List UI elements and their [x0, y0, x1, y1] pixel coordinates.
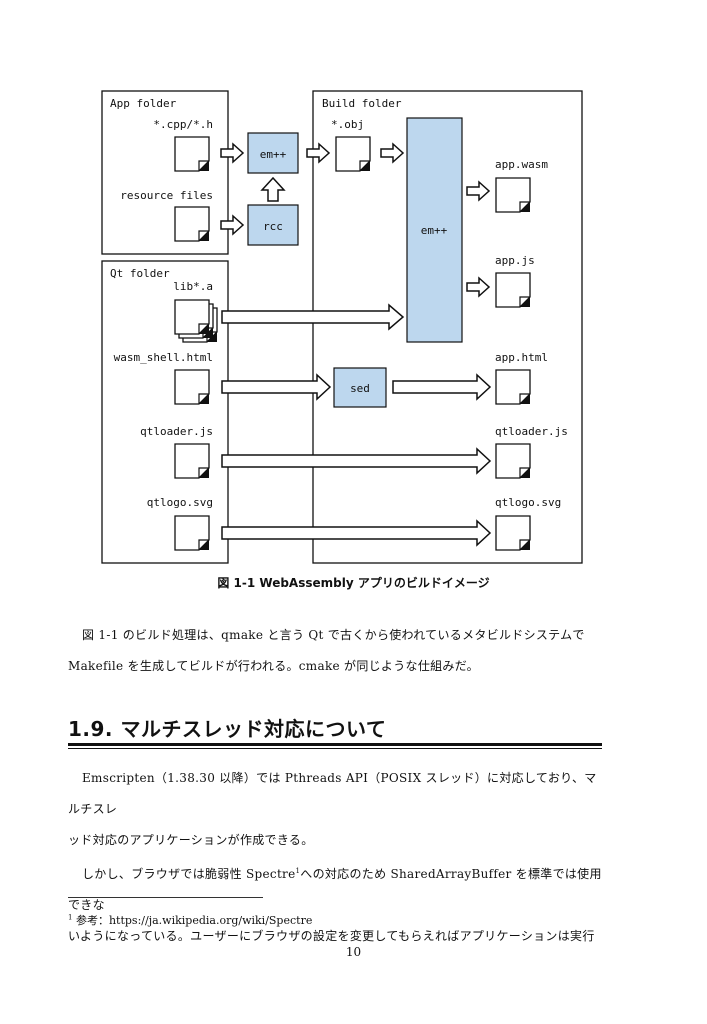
empp-big-label: em++ [421, 224, 448, 237]
footnote-ref[interactable]: 1 [295, 867, 301, 875]
qtloader-out-label: qtloader.js [495, 425, 568, 438]
lib-a-label: lib*.a [173, 280, 213, 293]
sed-label: sed [350, 382, 370, 395]
qtloader-src-file-icon [174, 443, 210, 479]
page-number: 10 [345, 945, 362, 959]
app-folder-frame [101, 90, 229, 255]
arrow-lib-to-empp-big-icon [221, 303, 405, 331]
obj-label: *.obj [331, 118, 364, 131]
app-wasm-label: app.wasm [495, 158, 548, 171]
paragraph-text: しかし、ブラウザでは脆弱性 Spectre [82, 867, 296, 881]
lib-a-file-icon [174, 299, 210, 335]
paragraph-build-process: 図 1-1 のビルド処理は、qmake と言う Qt で古くから使われているメタ… [68, 620, 608, 682]
wasm-shell-label: wasm_shell.html [114, 351, 213, 364]
footnote-text[interactable]: 参考：https://ja.wikipedia.org/wiki/Spectre [75, 914, 313, 927]
footnote-number: 1 [68, 913, 73, 922]
wasm-shell-file-icon [174, 369, 210, 405]
paragraph-line: Emscripten（1.38.30 以降）では Pthreads API（PO… [68, 771, 597, 816]
heading-rule-thin [68, 748, 602, 749]
qtlogo-src-file-icon [174, 515, 210, 551]
arrow-to-app-wasm-icon [466, 181, 490, 201]
resource-file-icon [174, 206, 210, 242]
rcc-label: rcc [263, 220, 283, 233]
qtloader-out-file-icon [495, 443, 531, 479]
heading-rule-thick [68, 743, 602, 746]
empp-big-box [406, 117, 463, 343]
qtloader-src-label: qtloader.js [140, 425, 213, 438]
empp-small-label: em++ [260, 148, 287, 161]
qtlogo-out-file-icon [495, 515, 531, 551]
cpp-h-label: *.cpp/*.h [153, 118, 213, 131]
arrow-shell-to-sed-icon [221, 373, 332, 401]
build-diagram: App folder Qt folder Build folder *.cpp/… [101, 90, 583, 564]
arrow-qtlogo-copy-icon [221, 519, 492, 547]
build-folder-title: Build folder [322, 97, 402, 110]
paragraph-multithread: Emscripten（1.38.30 以降）では Pthreads API（PO… [68, 763, 608, 952]
arrow-rcc-to-empp-icon [260, 176, 286, 202]
qtlogo-out-label: qtlogo.svg [495, 496, 561, 509]
app-js-label: app.js [495, 254, 535, 267]
arrow-sed-to-app-html-icon [392, 373, 492, 401]
app-js-file-icon [495, 272, 531, 308]
paragraph-text: への対応のため SharedArrayBuffer を標準では使用できな [68, 867, 602, 912]
paragraph-line: しかし、ブラウザでは脆弱性 Spectre1への対応のため SharedArra… [68, 856, 608, 921]
qtlogo-src-label: qtlogo.svg [147, 496, 213, 509]
footnote: 1 参考：https://ja.wikipedia.org/wiki/Spect… [68, 912, 312, 928]
paragraph-line: いようになっている。ユーザーにブラウザの設定を変更してもらえればアプリケーション… [68, 929, 595, 943]
qt-folder-title: Qt folder [110, 267, 170, 280]
empp-small-box [247, 132, 299, 174]
arrow-qtloader-copy-icon [221, 447, 492, 475]
paragraph-line: ッド対応のアプリケーションが作成できる。 [68, 833, 314, 847]
section-heading: 1.9. マルチスレッド対応について [68, 717, 387, 741]
arrow-empp-to-obj-icon [306, 143, 330, 163]
build-folder-frame [312, 90, 583, 564]
app-html-label: app.html [495, 351, 548, 364]
app-html-file-icon [495, 369, 531, 405]
rcc-box [247, 204, 299, 246]
resource-files-label: resource files [120, 189, 213, 202]
paragraph-line: 図 1-1 のビルド処理は、qmake と言う Qt で古くから使われているメタ… [82, 628, 585, 642]
app-wasm-file-icon [495, 177, 531, 213]
app-folder-title: App folder [110, 97, 177, 110]
figure-caption: 図 1-1 WebAssembly アプリのビルドイメージ [217, 576, 490, 590]
qt-folder-frame [101, 260, 229, 564]
arrow-to-app-js-icon [466, 277, 490, 297]
cpp-h-file-icon [174, 136, 210, 172]
footnote-divider [68, 897, 263, 898]
arrow-resource-to-rcc-icon [220, 215, 244, 235]
paragraph-line: Makefile を生成してビルドが行われる。cmake が同じような仕組みだ。 [68, 659, 479, 673]
arrow-cpp-to-empp-icon [220, 143, 244, 163]
obj-file-icon [335, 136, 371, 172]
sed-box [333, 367, 387, 408]
arrow-obj-to-empp-big-icon [380, 143, 404, 163]
